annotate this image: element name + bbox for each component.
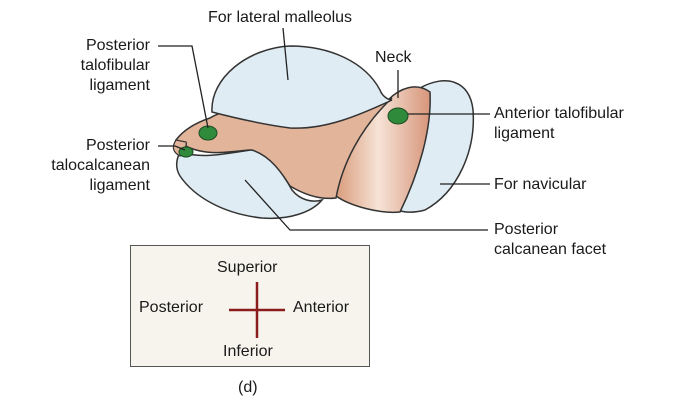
orientation-superior: Superior (217, 258, 277, 278)
label-anterior-talofibular: Anterior talofibular ligament (494, 104, 624, 144)
orientation-cross (227, 280, 287, 340)
orientation-key: Superior Posterior Anterior Inferior (130, 245, 370, 367)
label-posterior-talofibular: Posterior talofibular ligament (48, 36, 150, 96)
posterior-talofibular-attachment (199, 126, 217, 140)
leader-posterior-talofibular (158, 46, 208, 128)
orientation-posterior: Posterior (139, 298, 203, 318)
anterior-talofibular-attachment (388, 108, 408, 124)
figure-caption: (d) (238, 378, 258, 398)
label-neck: Neck (375, 48, 411, 68)
label-posterior-calcanean-facet: Posterior calcanean facet (494, 220, 606, 260)
label-navicular: For navicular (494, 175, 586, 195)
label-lateral-malleolus: For lateral malleolus (208, 8, 352, 28)
orientation-anterior: Anterior (293, 298, 349, 318)
label-posterior-talocalcanean: Posterior talocalcanean ligament (20, 136, 150, 196)
orientation-inferior: Inferior (223, 342, 273, 362)
